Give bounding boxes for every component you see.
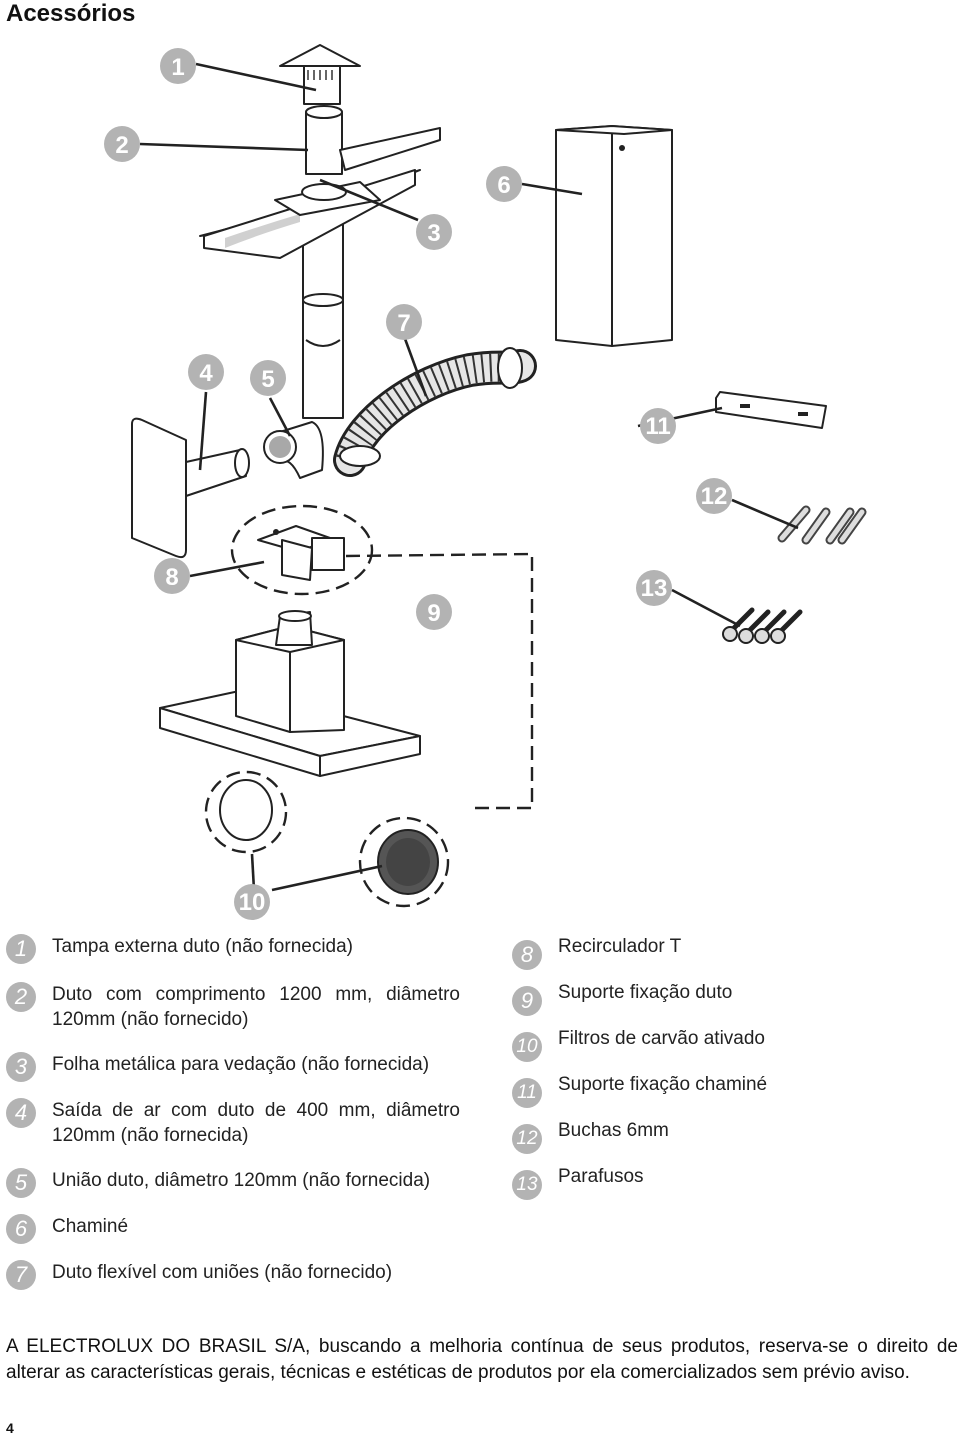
chimney-bracket-illustration — [715, 391, 827, 429]
item-description: Chaminé — [52, 1216, 129, 1237]
svg-text:6: 6 — [497, 172, 510, 199]
callout-5: 5 — [250, 360, 286, 396]
item-number-badge: 9 — [512, 986, 542, 1016]
chimney-illustration — [555, 125, 673, 347]
hood-illustration — [159, 552, 534, 810]
screws-illustration — [722, 607, 803, 644]
item-description: Suporte fixação duto — [558, 982, 733, 1003]
svg-text:3: 3 — [427, 220, 440, 247]
item-number-badge: 8 — [512, 940, 542, 970]
item-description: Folha metálica para vedação (não forneci… — [52, 1054, 430, 1075]
roof-sheet-illustration — [199, 127, 441, 259]
svg-text:5: 5 — [261, 366, 274, 393]
svg-text:12: 12 — [701, 483, 728, 510]
wall-plugs-illustration — [777, 505, 867, 545]
recirculator-illustration — [230, 504, 374, 596]
item-number-badge: 10 — [512, 1032, 542, 1062]
item-description: Filtros de carvão ativado — [558, 1028, 765, 1049]
page-number: 4 — [6, 1420, 14, 1436]
svg-text:1: 1 — [171, 54, 184, 81]
item-number-badge: 13 — [512, 1170, 542, 1200]
svg-text:8: 8 — [165, 564, 178, 591]
item-description: Suporte fixação chaminé — [558, 1074, 768, 1095]
accessories-diagram: 1 2 3 4 5 6 7 8 9 10 11 12 — [104, 44, 867, 920]
item-number-badge: 1 — [6, 934, 36, 964]
item-number-badge: 2 — [6, 982, 36, 1012]
legend-item: 2 Duto com comprimento 1200 mm, diâmetro… — [6, 982, 460, 1032]
legend-item: 13 Parafusos — [512, 1166, 932, 1200]
duct-cap-illustration — [279, 44, 361, 105]
legend-item: 12 Buchas 6mm — [512, 1120, 932, 1154]
legend-item: 4 Saída de ar com duto de 400 mm, diâmet… — [6, 1098, 460, 1148]
callout-13: 13 — [636, 570, 672, 606]
callout-10: 10 — [234, 884, 270, 920]
callout-7: 7 — [386, 304, 422, 340]
long-duct-illustration — [302, 105, 344, 419]
svg-text:4: 4 — [199, 360, 213, 387]
item-number-badge: 3 — [6, 1052, 36, 1082]
legend-item: 3 Folha metálica para vedação (não forne… — [6, 1052, 460, 1082]
air-outlet-illustration — [131, 417, 250, 559]
legend-item: 5 União duto, diâmetro 120mm (não fornec… — [6, 1168, 460, 1198]
item-number-badge: 7 — [6, 1260, 36, 1290]
leader-lines — [139, 62, 799, 892]
svg-text:13: 13 — [641, 575, 668, 602]
svg-text:7: 7 — [397, 310, 410, 337]
item-description: Parafusos — [558, 1166, 644, 1187]
legend-item: 6 Chaminé — [6, 1214, 460, 1244]
disclaimer-text: A ELECTROLUX DO BRASIL S/A, buscando a m… — [6, 1336, 958, 1383]
legend-item: 11 Suporte fixação chaminé — [512, 1074, 932, 1108]
callout-2: 2 — [104, 126, 140, 162]
callout-6: 6 — [486, 166, 522, 202]
item-number-badge: 4 — [6, 1098, 36, 1128]
item-description: Duto flexível com uniões (não fornecido) — [52, 1262, 393, 1283]
item-description: Duto com comprimento 1200 mm, diâmetro 1… — [52, 984, 460, 1030]
callout-3: 3 — [416, 214, 452, 250]
legend-item: 7 Duto flexível com uniões (não fornecid… — [6, 1260, 460, 1290]
item-description: Saída de ar com duto de 400 mm, diâmetro… — [52, 1100, 460, 1146]
svg-text:11: 11 — [645, 413, 670, 440]
item-number-badge: 11 — [512, 1078, 542, 1108]
svg-text:9: 9 — [427, 600, 440, 627]
callout-8: 8 — [154, 558, 190, 594]
page-title: Acessórios — [6, 0, 136, 27]
item-description: Buchas 6mm — [558, 1120, 669, 1141]
callout-11: 11 — [640, 408, 676, 444]
flexible-duct-illustration — [333, 347, 537, 477]
svg-text:10: 10 — [239, 889, 266, 916]
item-description: Tampa externa duto (não fornecida) — [52, 936, 354, 957]
callout-9: 9 — [416, 594, 452, 630]
item-number-badge: 6 — [6, 1214, 36, 1244]
item-description: União duto, diâmetro 120mm (não fornecid… — [52, 1170, 431, 1191]
svg-text:2: 2 — [115, 132, 128, 159]
item-description: Recirculador T — [558, 936, 682, 957]
charcoal-filters-illustration — [204, 770, 450, 908]
duct-union-illustration — [263, 421, 324, 479]
legend-item: 9 Suporte fixação duto — [512, 982, 932, 1016]
callout-12: 12 — [696, 478, 732, 514]
legend-item: 8 Recirculador T — [512, 936, 932, 970]
callout-4: 4 — [188, 354, 224, 390]
item-number-badge: 5 — [6, 1168, 36, 1198]
legend-item: 10 Filtros de carvão ativado — [512, 1028, 932, 1062]
item-number-badge: 12 — [512, 1124, 542, 1154]
callout-1: 1 — [160, 48, 196, 84]
legend-item: 1 Tampa externa duto (não fornecida) — [6, 934, 460, 964]
